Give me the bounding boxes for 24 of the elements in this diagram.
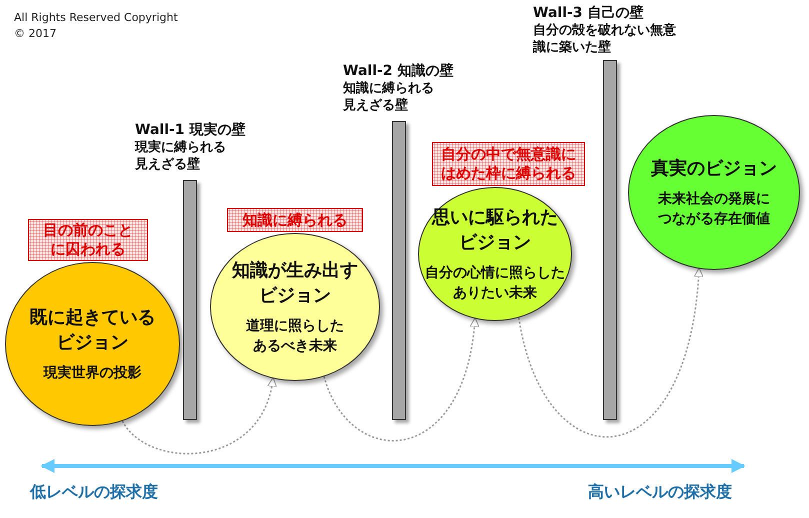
circle-text: 未来社会の発展につながる存在価値 — [656, 190, 771, 229]
curved-arrow — [323, 317, 479, 442]
curved-arrow — [122, 377, 276, 454]
circle-text: 現実世界の投影 — [44, 364, 142, 383]
circle-text: 自分の心情に照らしたありたい未来 — [424, 264, 566, 303]
axis-label: 高いレベルの探求度 — [588, 482, 732, 503]
copyright-note: All Rights Reserved Copyright — [14, 11, 178, 24]
curved-arrow — [518, 267, 704, 438]
wall-heading: Wall-3 自己の壁 — [533, 5, 644, 22]
constraint-tag: 自分の中で無意識にはめた枠に縛られる — [432, 142, 585, 186]
wall-note: 知識に縛られる見えざる壁 — [343, 80, 435, 114]
constraint-tag: 知識に縛られる — [227, 208, 363, 232]
wall-heading: Wall-2 知識の壁 — [343, 63, 454, 80]
axis-label: 低レベルの探求度 — [30, 482, 158, 503]
wall-heading: Wall-1 現実の壁 — [135, 122, 246, 139]
copyright-note: © 2017 — [14, 27, 56, 40]
constraint-tag: 目の前のことに囚われる — [28, 219, 148, 261]
circle-text: 道理に照らしたあるべき未来 — [245, 317, 345, 356]
circle-title: 知識が生み出すビジョン — [230, 259, 359, 308]
circle-title: 既に起きているビジョン — [28, 306, 156, 355]
wall-note: 現実に縛られる見えざる壁 — [135, 139, 227, 173]
wall-note: 自分の殻を破れない無意識に築いた壁 — [533, 22, 677, 56]
circle-title: 思いに駆られたビジョン — [430, 206, 559, 255]
circle-title: 真実のビジョン — [651, 157, 777, 181]
